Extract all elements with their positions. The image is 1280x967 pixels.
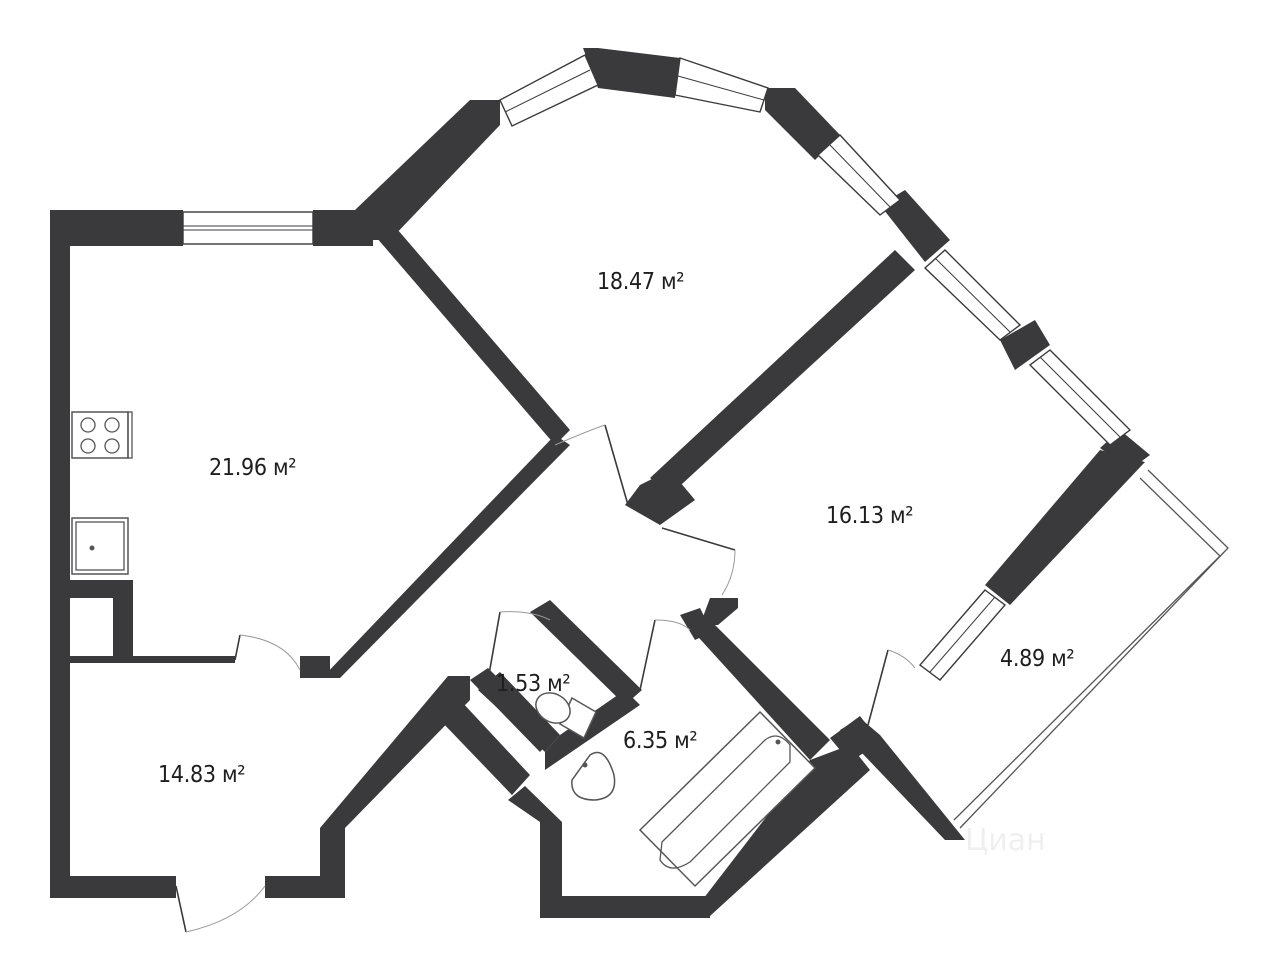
window-bedroom-right-1 bbox=[923, 249, 1022, 341]
area-label-balcony: 4.89 м² bbox=[1000, 646, 1074, 672]
window-bay-1 bbox=[499, 54, 599, 127]
kitchen-sink-icon bbox=[71, 517, 129, 575]
window-balcony-glazing bbox=[953, 469, 1229, 829]
doors bbox=[175, 424, 916, 933]
area-label-bedroom-top: 18.47 м² bbox=[597, 269, 684, 295]
window-kitchen bbox=[182, 211, 314, 245]
bathtub-icon bbox=[638, 710, 817, 888]
area-label-wc: 1.53 м² bbox=[496, 671, 570, 697]
area-label-bedroom-right: 16.13 м² bbox=[826, 503, 913, 529]
area-label-kitchen: 21.96 м² bbox=[209, 455, 296, 481]
window-bedroom-right-2 bbox=[1028, 349, 1132, 446]
toilet-icon bbox=[535, 692, 597, 740]
window-bay-3 bbox=[816, 134, 902, 216]
area-label-hall: 14.83 м² bbox=[158, 762, 245, 788]
stove-icon bbox=[71, 411, 133, 459]
area-label-bathroom: 6.35 м² bbox=[623, 728, 697, 754]
walls bbox=[50, 48, 1150, 918]
window-balcony-door bbox=[918, 589, 1007, 681]
windows bbox=[182, 54, 1229, 829]
watermark: Циан bbox=[965, 823, 1046, 858]
window-bay-2 bbox=[674, 57, 769, 113]
washbasin-icon bbox=[571, 751, 616, 801]
